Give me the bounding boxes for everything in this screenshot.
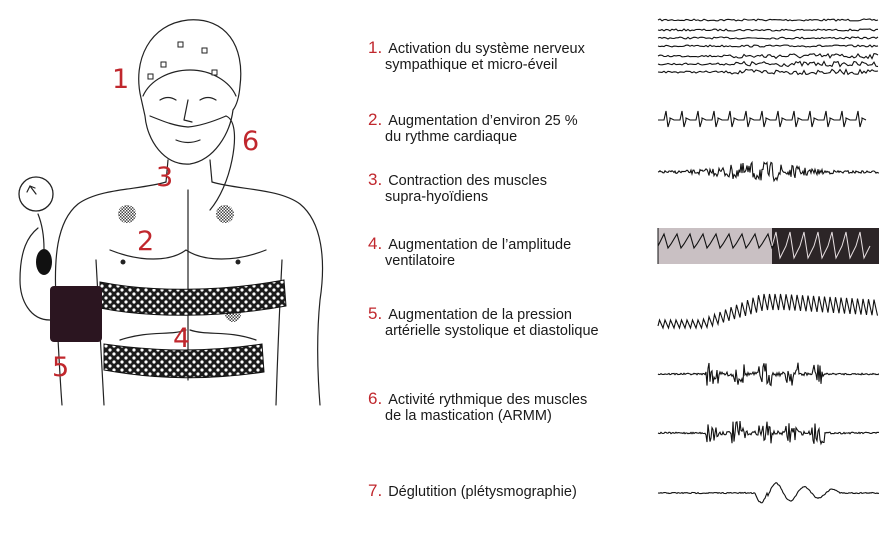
label-5: 5	[52, 352, 69, 383]
supra-hyoid-emg-trace	[658, 162, 879, 180]
item-line1: Augmentation de l’amplitude	[388, 237, 571, 253]
bp-cuff	[50, 286, 102, 342]
item-4: 4. Augmentation de l’amplitude ventilatoi…	[368, 236, 571, 269]
patient-illustration: 1 2 3 4 5 6	[19, 20, 323, 405]
swallowing-trace	[658, 483, 879, 503]
label-4: 4	[173, 323, 190, 354]
item-5: 5. Augmentation de la pression artérielle…	[368, 306, 599, 339]
item-number: 4.	[368, 234, 382, 253]
item-2: 2. Augmentation d’environ 25 % du rythme …	[368, 112, 578, 145]
masticatory-emg-trace	[658, 421, 879, 444]
item-number: 6.	[368, 389, 382, 408]
eeg-trace	[658, 19, 878, 21]
item-line1: Activité rythmique des muscles	[388, 392, 587, 408]
eeg-electrode	[202, 48, 207, 53]
item-line2: du rythme cardiaque	[368, 129, 578, 145]
item-7: 7. Déglutition (plétysmographie)	[368, 483, 577, 500]
label-3: 3	[156, 162, 173, 193]
item-line2: ventilatoire	[368, 253, 571, 269]
item-1: 1. Activation du système nerveux sympathi…	[368, 40, 585, 73]
eeg-trace	[658, 69, 878, 74]
bp-bulb	[36, 249, 52, 275]
ecg-electrode	[118, 205, 136, 223]
item-line1: Augmentation d’environ 25 %	[388, 113, 577, 129]
item-line2: sympathique et micro-éveil	[368, 57, 585, 73]
item-line1: Activation du système nerveux	[388, 41, 585, 57]
ecg-trace	[658, 111, 866, 127]
item-3: 3. Contraction des muscles supra-hyoïdien…	[368, 172, 547, 205]
blood-pressure-trace	[658, 294, 878, 328]
eeg-electrode	[212, 70, 217, 75]
item-number: 7.	[368, 481, 382, 500]
item-line1: Contraction des muscles	[388, 173, 547, 189]
eeg-electrode	[148, 74, 153, 79]
masticatory-emg-trace	[658, 363, 879, 386]
eeg-electrode	[161, 62, 166, 67]
label-1: 1	[112, 64, 129, 95]
eeg-trace	[658, 29, 878, 31]
eeg-trace	[658, 62, 878, 67]
item-number: 5.	[368, 304, 382, 323]
eeg-trace	[658, 54, 878, 59]
ventilation-dark-segment	[772, 228, 879, 264]
item-number: 2.	[368, 110, 382, 129]
item-number: 1.	[368, 38, 382, 57]
signal-traces	[658, 19, 879, 503]
label-2: 2	[137, 226, 154, 257]
item-line1: Déglutition (plétysmographie)	[388, 484, 577, 500]
eeg-trace	[658, 37, 878, 39]
item-line2: de la mastication (ARMM)	[368, 408, 587, 424]
eeg-electrode	[178, 42, 183, 47]
item-line1: Augmentation de la pression	[388, 307, 572, 323]
item-6: 6. Activité rythmique des muscles de la m…	[368, 391, 587, 424]
label-6: 6	[242, 126, 259, 157]
ecg-electrode	[216, 205, 234, 223]
item-line2: supra-hyoïdiens	[368, 189, 547, 205]
item-line2: artérielle systolique et diastolique	[368, 323, 599, 339]
item-number: 3.	[368, 170, 382, 189]
thoracic-belt	[100, 280, 286, 315]
eeg-trace	[658, 45, 878, 47]
